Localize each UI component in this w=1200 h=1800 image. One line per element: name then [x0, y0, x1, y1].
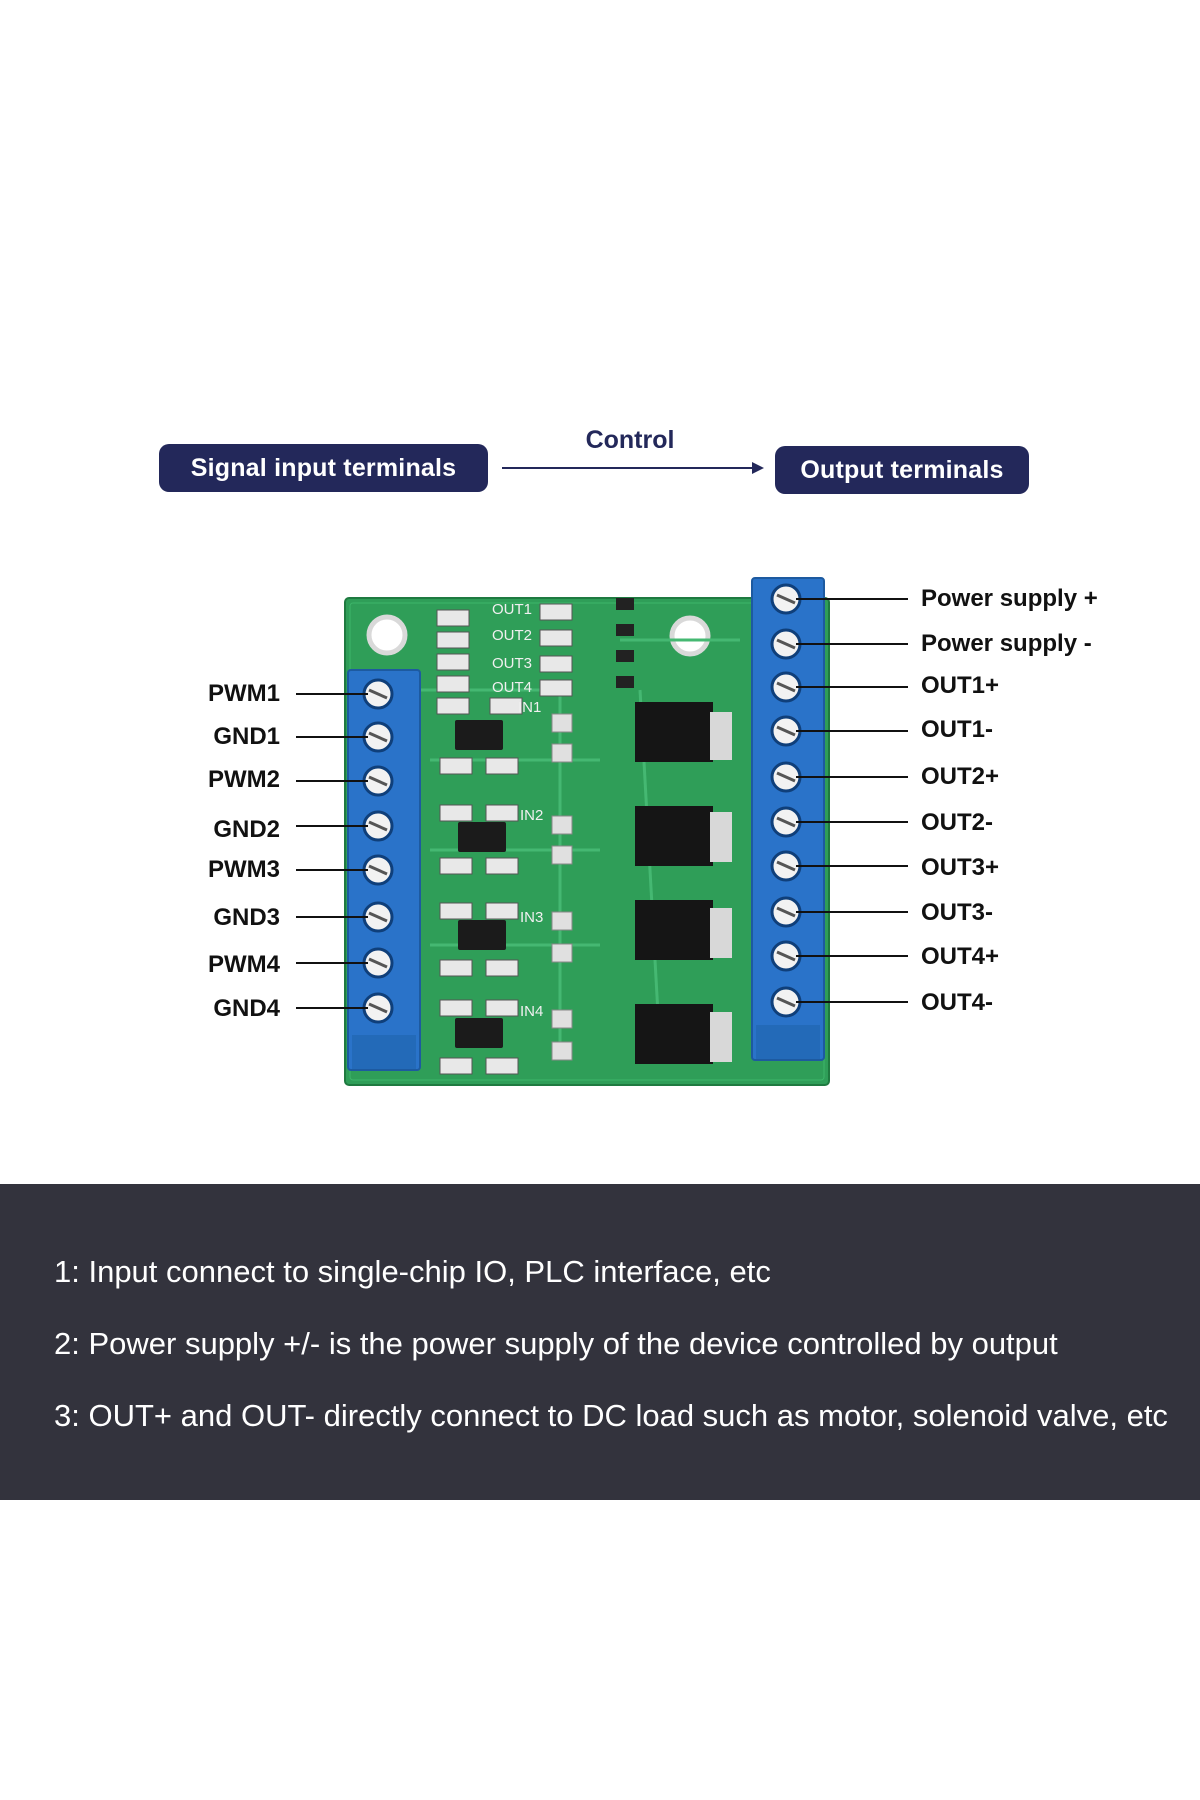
label-out1-plus: OUT1+ — [921, 672, 1000, 699]
label-pwm3: PWM3 — [208, 856, 280, 883]
label-out2-plus: OUT2+ — [921, 763, 1000, 790]
label-gnd1: GND1 — [213, 723, 280, 750]
note-2: 2: Power supply +/- is the power supply … — [54, 1326, 1058, 1361]
label-out1-minus: OUT1- — [921, 716, 993, 743]
label-power-plus: Power supply + — [921, 585, 1098, 612]
silk-in4: IN4 — [520, 1003, 543, 1020]
silk-out1: OUT1 — [492, 601, 532, 618]
silk-in1: IN1 — [518, 699, 541, 716]
label-pwm4: PWM4 — [208, 951, 280, 978]
mounting-hole — [366, 614, 408, 656]
silk-in2: IN2 — [520, 807, 543, 824]
note-1: 1: Input connect to single-chip IO, PLC … — [54, 1254, 771, 1289]
signal-input-terminals-badge: Signal input terminals — [159, 444, 488, 492]
silk-in3: IN3 — [520, 909, 543, 926]
output-terminals-badge: Output terminals — [775, 446, 1029, 494]
notes-panel: 1: Input connect to single-chip IO, PLC … — [0, 1184, 1200, 1500]
label-gnd2: GND2 — [213, 816, 280, 843]
label-out3-minus: OUT3- — [921, 899, 993, 926]
control-label: Control — [585, 426, 675, 454]
label-out2-minus: OUT2- — [921, 809, 993, 836]
label-out4-minus: OUT4- — [921, 989, 993, 1016]
silk-out3: OUT3 — [492, 655, 532, 672]
note-3: 3: OUT+ and OUT- directly connect to DC … — [54, 1398, 1168, 1433]
mounting-hole — [669, 615, 711, 657]
label-power-minus: Power supply - — [921, 630, 1092, 657]
silk-out2: OUT2 — [492, 627, 532, 644]
label-out4-plus: OUT4+ — [921, 943, 1000, 970]
mosfet-driver-board: OUT1 OUT2 OUT3 OUT4 IN1 IN2 IN3 IN4 — [296, 577, 908, 1086]
label-pwm2: PWM2 — [208, 766, 280, 793]
label-gnd4: GND4 — [213, 995, 280, 1022]
control-arrow-icon — [502, 462, 764, 474]
label-gnd3: GND3 — [213, 904, 280, 931]
silk-out4: OUT4 — [492, 679, 532, 696]
label-out3-plus: OUT3+ — [921, 854, 1000, 881]
label-pwm1: PWM1 — [208, 680, 280, 707]
